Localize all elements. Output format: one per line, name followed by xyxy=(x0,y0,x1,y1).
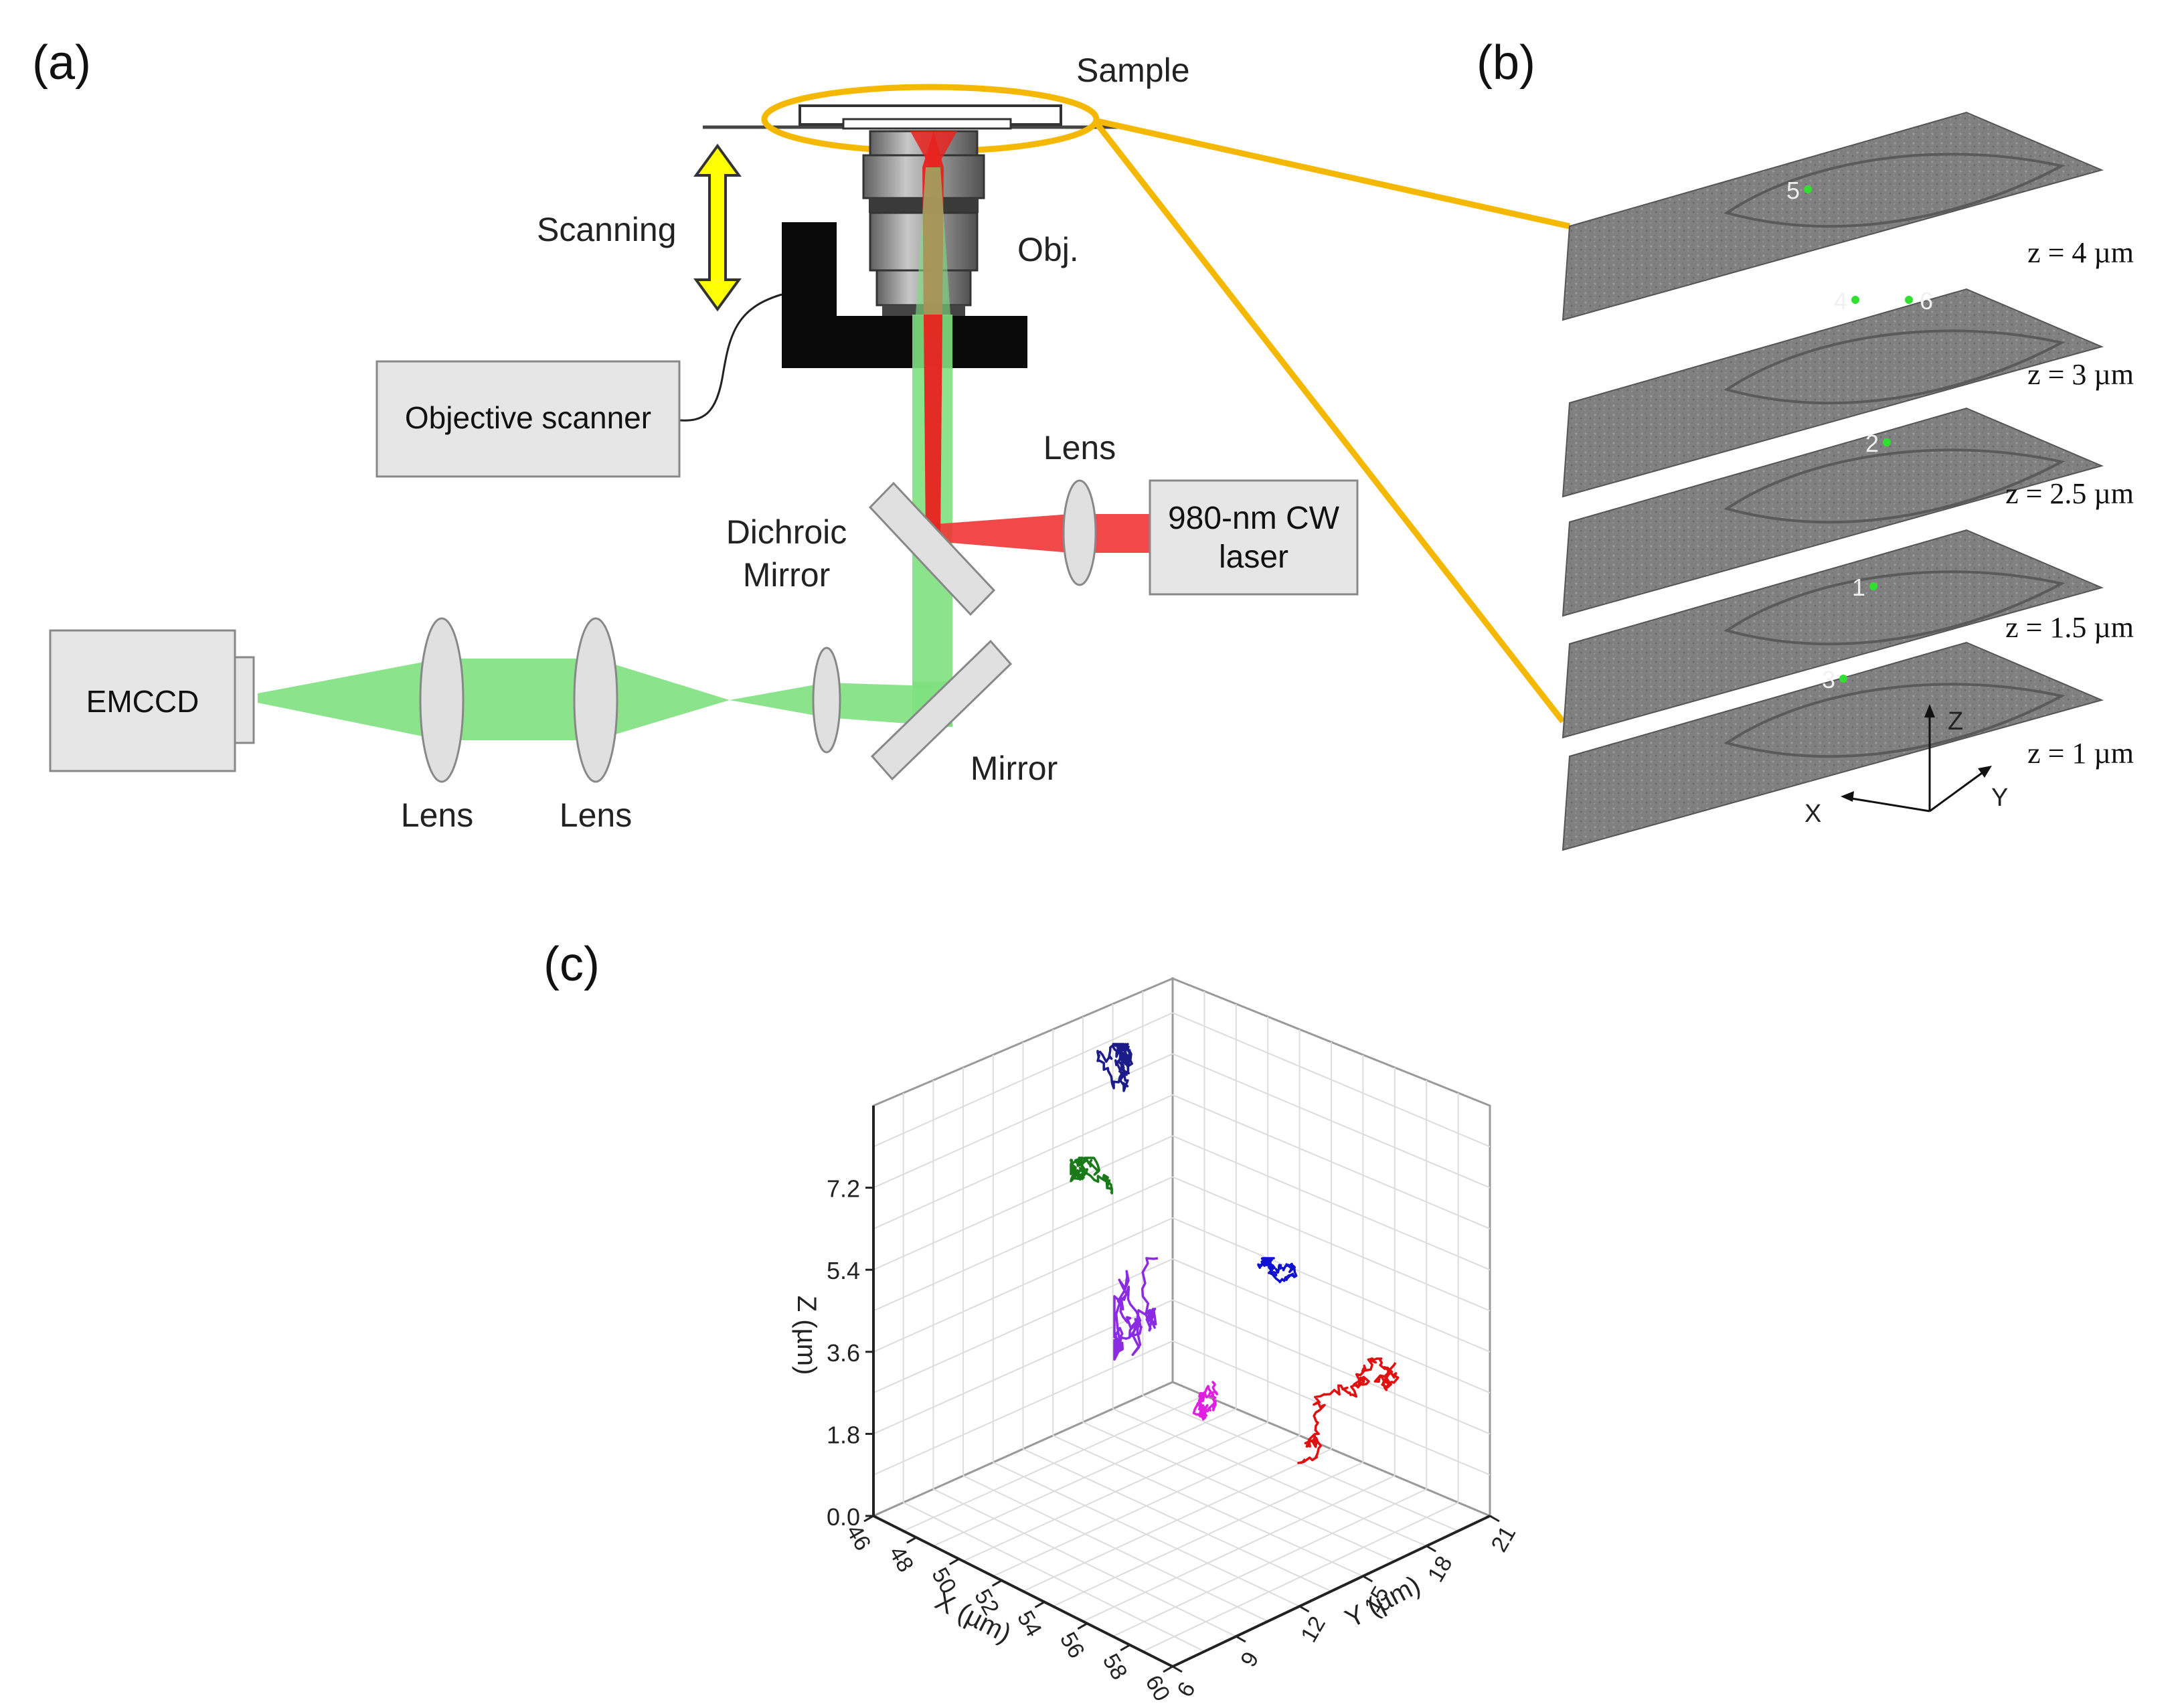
emission-lens-2 xyxy=(573,617,618,783)
y-tick-label: 18 xyxy=(1423,1552,1458,1587)
y-tick-label: 6 xyxy=(1172,1678,1200,1701)
particle-dot xyxy=(1851,296,1859,304)
particle-label: 2 xyxy=(1865,430,1879,457)
emccd-port xyxy=(234,656,255,744)
x-tick-label: 48 xyxy=(884,1542,918,1577)
y-tick-label: 9 xyxy=(1236,1648,1264,1671)
slice-z-label: z = 3 µm xyxy=(2027,358,2134,391)
trajectories xyxy=(1070,1043,1400,1464)
z-tick-label: 0.0 xyxy=(827,1503,860,1531)
image-stack: 3 z = 1 µm 1 z = 1.5 µm 2 z = 2.5 µm 4 6 z = 3 µ… xyxy=(1562,111,2134,851)
slice-z-label: z = 1 µm xyxy=(2027,737,2134,770)
slice-z-label: z = 4 µm xyxy=(2027,236,2134,269)
cell-outline xyxy=(1724,329,2066,405)
cell-outline xyxy=(1724,448,2066,524)
focus-cone-top xyxy=(910,131,957,167)
dichroic-mirror xyxy=(868,481,996,616)
trajectory-3 xyxy=(1113,1257,1159,1361)
plot-grid xyxy=(873,991,1491,1652)
panel-label-b: (b) xyxy=(1477,36,1535,90)
particle-dot xyxy=(1839,675,1847,683)
trajectory-1 xyxy=(1096,1043,1133,1092)
trajectory-2 xyxy=(1070,1157,1113,1195)
sample-label: Sample xyxy=(1076,52,1190,89)
particle-label: 5 xyxy=(1786,177,1800,204)
objective-scanner-box xyxy=(375,360,681,478)
emccd-box xyxy=(49,629,236,772)
scanner-cable xyxy=(679,293,782,422)
dichroic-label-line2: Mirror xyxy=(743,556,831,594)
emission-lens-1 xyxy=(419,617,465,783)
trajectory-4 xyxy=(1192,1381,1219,1421)
zoom-line-top xyxy=(1094,117,1570,230)
particle-dot xyxy=(1869,582,1877,590)
cell-outline xyxy=(1724,570,2066,646)
panel-label-c: (c) xyxy=(543,938,600,991)
particle-label: 4 xyxy=(1834,287,1847,315)
x-tick-label: 56 xyxy=(1055,1628,1090,1662)
laser-label-line2: laser xyxy=(1219,539,1288,575)
zoom-line-bottom xyxy=(1092,118,1566,723)
stack-axes xyxy=(1841,704,1992,813)
mirror-label: Mirror xyxy=(971,750,1058,787)
z-tick-label: 7.2 xyxy=(827,1175,860,1203)
particle-dot xyxy=(1804,185,1812,193)
slice-image xyxy=(1562,288,2104,498)
slice-image xyxy=(1562,641,2104,851)
objective-label: Obj. xyxy=(1017,231,1079,268)
cell-outline xyxy=(1724,153,2066,228)
trajectory-plot: 0.01.83.65.47.24648505254565860691215182… xyxy=(827,976,1521,1706)
emission-lens-small xyxy=(812,647,841,754)
z-tick-label: 1.8 xyxy=(827,1421,860,1448)
emccd-label: EMCCD xyxy=(86,684,199,719)
objective-scanner-label: Objective scanner xyxy=(405,400,651,435)
particle-dot xyxy=(1883,438,1891,446)
cell-outline xyxy=(1724,683,2066,758)
slice-image xyxy=(1562,111,2104,321)
laser-lens xyxy=(1062,479,1097,586)
z-tick-label: 3.6 xyxy=(827,1339,860,1367)
slice-image xyxy=(1562,407,2104,617)
excitation-beam-horizontal xyxy=(927,514,1151,553)
emission-lens-2-label: Lens xyxy=(560,796,632,834)
stack-axis-x: X xyxy=(1804,800,1821,828)
scanning-arrow xyxy=(693,143,742,312)
slice-image xyxy=(1562,529,2104,739)
slice-5: 3 z = 1 µm xyxy=(1562,641,2134,851)
stack-axis-z: Z xyxy=(1948,707,1963,736)
slice-z-label: z = 1.5 µm xyxy=(2005,611,2134,644)
panel-label-a: (a) xyxy=(32,36,91,90)
objective-scanner-bracket xyxy=(782,222,1027,368)
laser-label-line1: 980-nm CW xyxy=(1168,501,1340,536)
emission-cone-objective xyxy=(916,167,950,315)
emission-lens-1-label: Lens xyxy=(401,796,473,834)
laser-lens-label: Lens xyxy=(1043,429,1116,466)
trajectory-5 xyxy=(1257,1257,1298,1284)
trajectory-6 xyxy=(1297,1357,1400,1464)
slice-1: 5 z = 4 µm xyxy=(1562,111,2134,321)
dichroic-label-line1: Dichroic xyxy=(726,513,847,551)
stack-axis-y: Y xyxy=(1991,784,2008,812)
z-axis-title: Z (µm) xyxy=(792,1296,821,1375)
particle-label: 6 xyxy=(1920,287,1933,315)
y-tick-label: 21 xyxy=(1487,1522,1521,1557)
laser-box xyxy=(1149,479,1359,596)
x-tick-label: 54 xyxy=(1012,1606,1047,1641)
slice-4: 1 z = 1.5 µm xyxy=(1562,529,2134,739)
sample-coverslip xyxy=(842,118,1012,130)
particle-label: 1 xyxy=(1852,574,1865,601)
x-tick-label: 58 xyxy=(1098,1649,1132,1684)
slice-z-label: z = 2.5 µm xyxy=(2005,477,2134,510)
scanning-label: Scanning xyxy=(537,211,677,248)
slice-2: 4 6 z = 3 µm xyxy=(1562,287,2134,498)
z-tick-label: 5.4 xyxy=(827,1257,860,1284)
y-tick-label: 12 xyxy=(1296,1612,1331,1647)
x-tick-label: 60 xyxy=(1141,1671,1175,1706)
slice-3: 2 z = 2.5 µm xyxy=(1562,407,2134,617)
particle-label: 3 xyxy=(1822,666,1835,693)
mirror xyxy=(870,639,1013,781)
particle-dot xyxy=(1905,296,1913,304)
